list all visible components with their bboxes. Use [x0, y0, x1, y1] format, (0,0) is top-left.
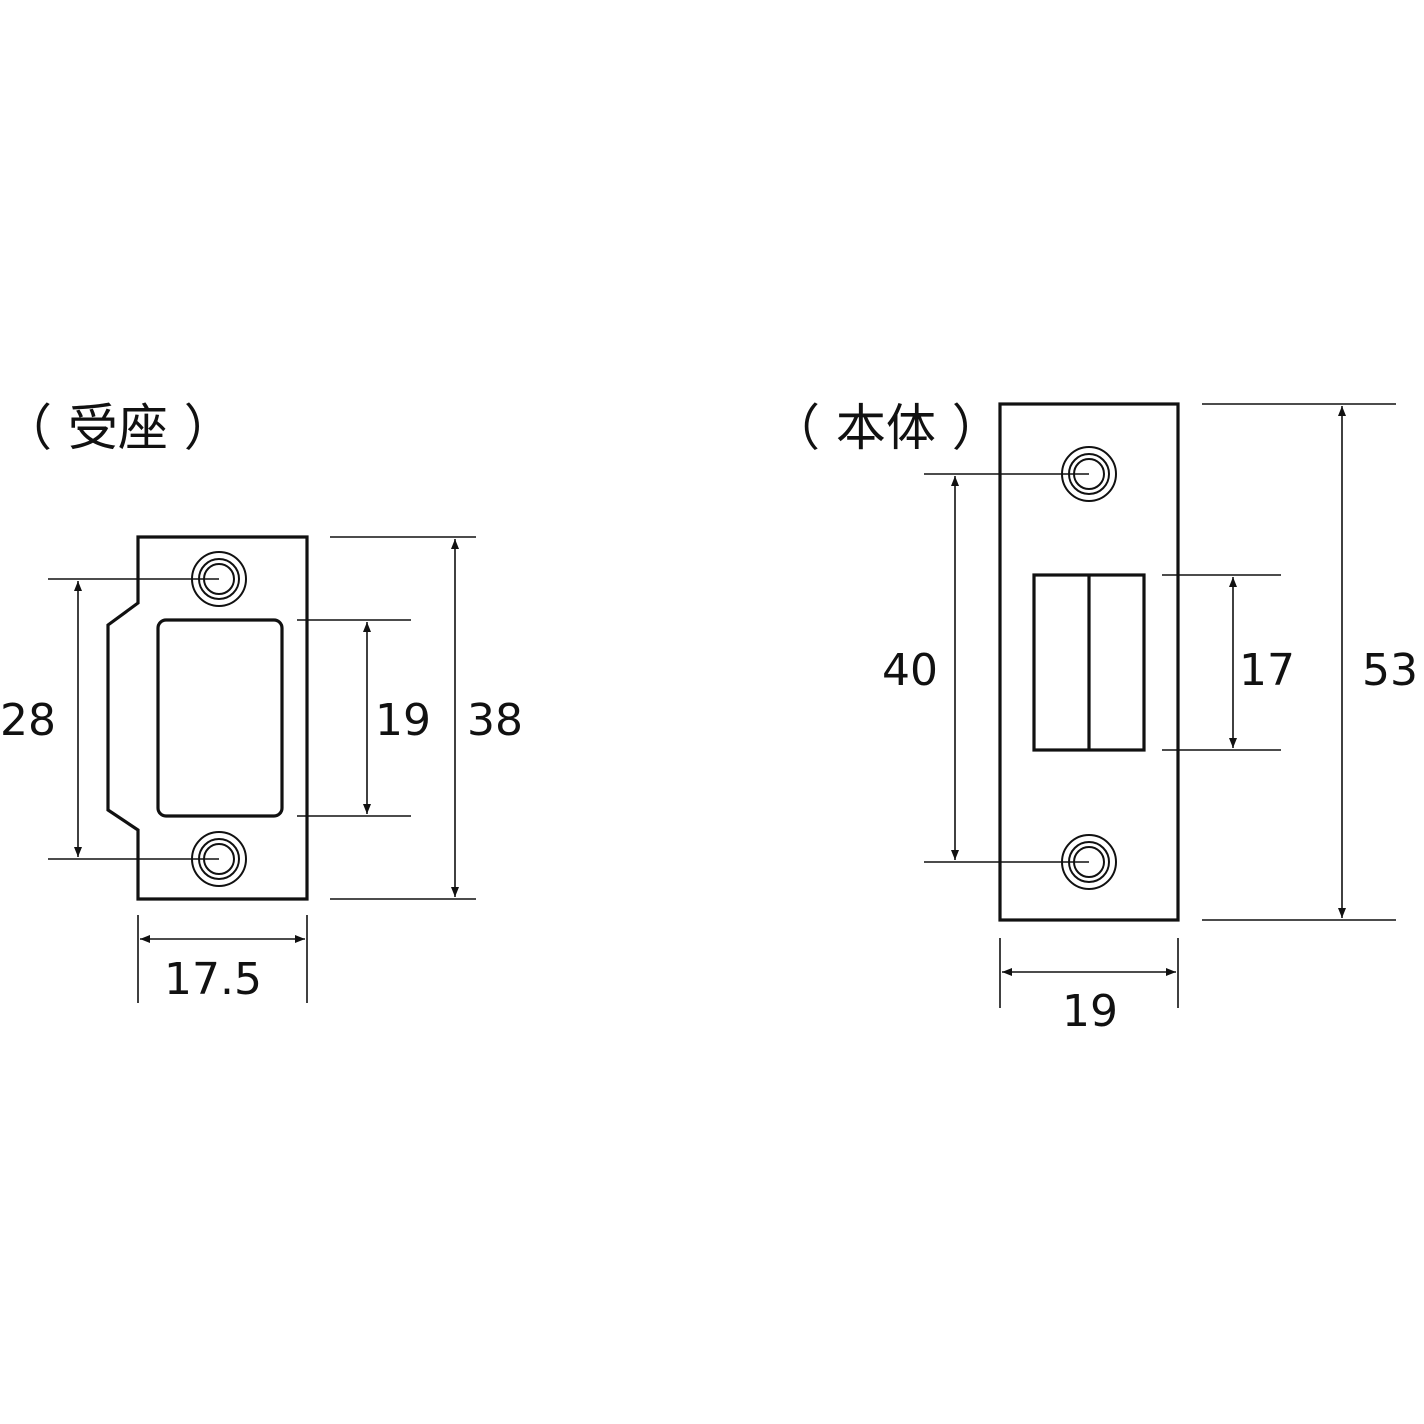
receiver-outline: [106, 535, 309, 901]
body-faceplate: [998, 402, 1180, 922]
receiver-dim-opening: [297, 619, 411, 817]
body-title: （ 本体 ）: [770, 399, 1002, 457]
body-dim-latch-label: 17: [1239, 645, 1295, 696]
receiver-dim-width-label: 17.5: [164, 954, 262, 1005]
receiver-dim-opening-label: 19: [375, 695, 431, 746]
receiver-dim-height: [330, 536, 476, 900]
body-dim-screw-pitch-label: 40: [882, 645, 938, 696]
receiver-opening: [156, 618, 284, 818]
receiver-dim-screw-pitch-label: 28: [0, 695, 56, 746]
body-dim-height-label: 53: [1362, 645, 1418, 696]
receiver-dim-height-label: 38: [467, 695, 523, 746]
body-dim-latch: [1162, 574, 1281, 751]
body-dim-height: [1202, 403, 1396, 921]
body-dim-width-label: 19: [1062, 986, 1118, 1037]
receiver-dim-width: [137, 915, 308, 1003]
receiver-dim-screw-pitch: [48, 578, 219, 860]
body-dim-width: [999, 938, 1179, 1008]
receiver-title: （ 受座 ）: [2, 399, 234, 457]
receiver-group: （ 受座 ） 28 19: [0, 399, 523, 1005]
body-group: （ 本体 ） 40 17: [770, 399, 1418, 1037]
body-dim-screw-pitch: [924, 473, 1089, 863]
